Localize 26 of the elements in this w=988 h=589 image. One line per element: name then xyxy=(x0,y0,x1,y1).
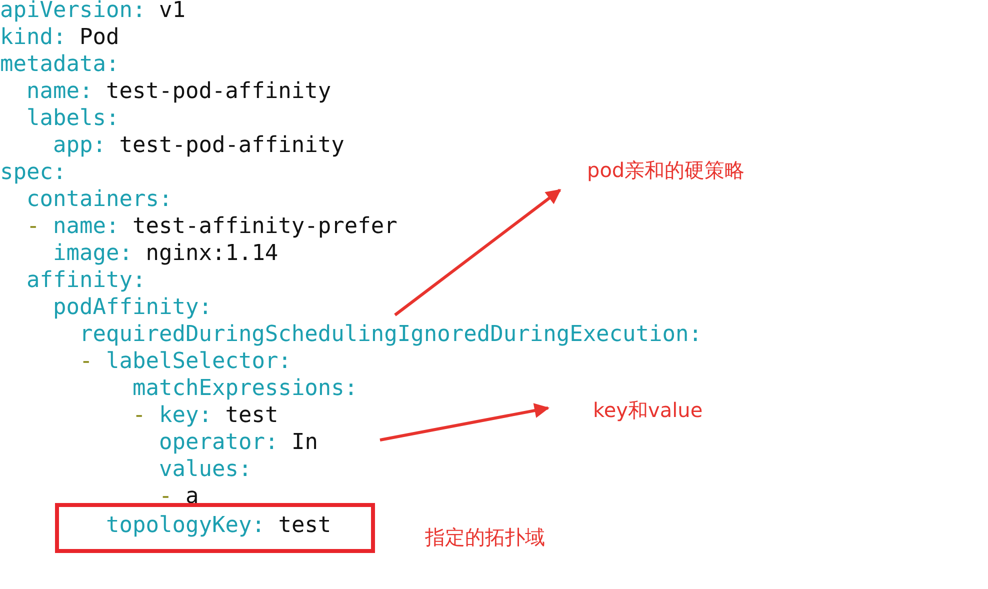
annotation-text: key和value xyxy=(593,397,703,424)
arrow xyxy=(380,403,550,442)
arrow xyxy=(394,188,562,316)
code-line: kind: Pod xyxy=(0,24,120,51)
code-line: - name: test-affinity-prefer xyxy=(26,213,398,240)
code-line: spec: xyxy=(0,159,66,186)
highlight-box xyxy=(55,503,375,553)
code-line: affinity: xyxy=(26,267,146,294)
annotation-text: 指定的拓扑域 xyxy=(425,524,545,551)
code-line: podAffinity: xyxy=(53,294,212,321)
code-line: containers: xyxy=(26,186,172,213)
code-line: matchExpressions: xyxy=(132,375,358,402)
code-line: labels: xyxy=(26,105,120,132)
code-line: - a xyxy=(159,483,199,510)
annotation-text: pod亲和的硬策略 xyxy=(587,157,745,184)
code-line: - labelSelector: xyxy=(80,348,292,375)
code-line: metadata: xyxy=(0,51,120,78)
code-line: name: test-pod-affinity xyxy=(26,78,332,105)
code-line: - key: test xyxy=(132,402,278,429)
code-line: apiVersion: v1 xyxy=(0,0,186,24)
code-line: requiredDuringSchedulingIgnoredDuringExecution: xyxy=(80,321,702,348)
code-line: image: nginx:1.14 xyxy=(53,240,278,267)
code-line: app: test-pod-affinity xyxy=(53,132,344,159)
code-line: operator: In xyxy=(159,429,318,456)
code-line: topologyKey: test xyxy=(106,512,332,539)
code-line: values: xyxy=(159,456,252,483)
